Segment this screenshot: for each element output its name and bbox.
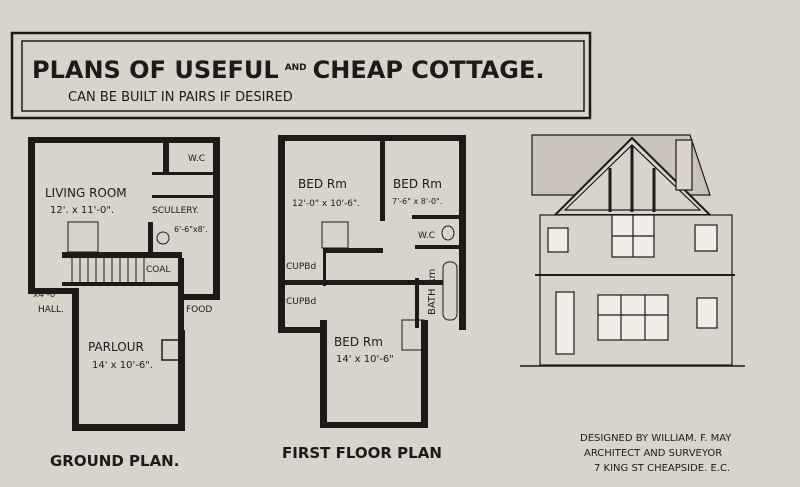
designer-credit: DESIGNED BY WILLIAM. F. MAY ARCHITECT AN… (580, 433, 732, 474)
room-bath: BATH Rm (427, 269, 438, 315)
first-floor-plan: BED Rm 12'-0" x 10'-6". BED Rm 7'-6" x 8… (278, 135, 466, 462)
room-bed-1: BED Rm (298, 177, 347, 191)
room-hall: HALL. (38, 305, 64, 315)
room-parlour: PARLOUR (88, 340, 144, 354)
room-bed-2: BED Rm (393, 177, 442, 191)
ground-plan-caption: GROUND PLAN. (50, 452, 179, 470)
credit-line-2: ARCHITECT AND SURVEYOR (584, 448, 722, 459)
room-bed-1-size: 12'-0" x 10'-6". (292, 199, 360, 209)
room-bed-2-size: 7'-6" x 8'-0". (392, 197, 442, 206)
ground-plan: LIVING ROOM 12'. x 11'-0". SCULLERY. 6'-… (28, 137, 220, 470)
title-and: AND (285, 63, 307, 73)
room-food: FOOD (186, 305, 212, 315)
credit-line-3: 7 KING ST CHEAPSIDE. E.C. (594, 463, 730, 474)
title-main: PLANS OF USEFUL (32, 56, 279, 84)
room-parlour-size: 14' x 10'-6". (92, 360, 153, 371)
room-hall-size: x4'-0" (33, 290, 60, 300)
room-scullery-size: 6'-6"x8'. (174, 225, 208, 234)
title-main-2: CHEAP COTTAGE. (313, 56, 545, 84)
room-wc-upper: W.C (418, 231, 435, 241)
title-subtitle: CAN BE BUILT IN PAIRS IF DESIRED (68, 90, 293, 105)
title-box: PLANS OF USEFUL AND CHEAP COTTAGE. CAN BE … (10, 31, 592, 120)
room-bed-3-size: 14' x 10'-6" (336, 354, 394, 365)
room-cupboard-2: CUPBd (286, 297, 316, 307)
cottage-elevation-drawing (520, 134, 745, 367)
room-scullery: SCULLERY. (152, 206, 199, 216)
credit-line-1: DESIGNED BY WILLIAM. F. MAY (580, 433, 732, 444)
room-living: LIVING ROOM (45, 186, 127, 200)
room-bed-3: BED Rm (334, 335, 383, 349)
room-wc: W.C (188, 154, 205, 164)
room-coal: COAL (146, 265, 170, 275)
room-living-size: 12'. x 11'-0". (50, 205, 114, 216)
first-floor-caption: FIRST FLOOR PLAN (282, 444, 442, 462)
room-cupboard-1: CUPBd (286, 262, 316, 272)
title-line: PLANS OF USEFUL AND CHEAP COTTAGE. (32, 56, 545, 84)
